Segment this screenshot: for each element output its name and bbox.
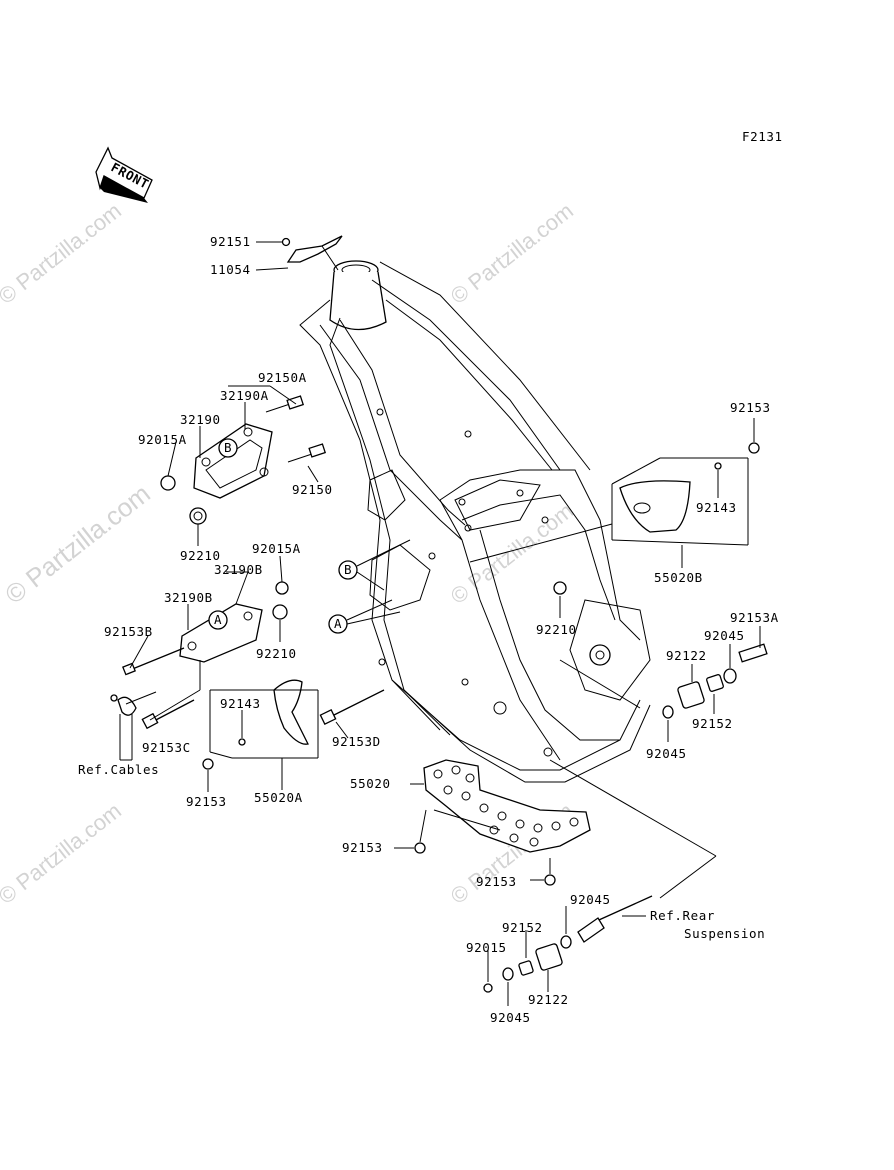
pivot-bushing-group [662, 643, 768, 719]
label-92045-a: 92045 [704, 628, 745, 643]
label-ref-cables: Ref.Cables [78, 762, 159, 777]
watermark-top-center: © Partzilla.com [446, 198, 578, 309]
label-92153C: 92153C [142, 740, 191, 755]
cable-clip [281, 235, 343, 263]
watermark-top-left: © Partzilla.com [0, 198, 126, 309]
label-92153D: 92153D [332, 734, 381, 749]
label-92153-top: 92153 [730, 400, 771, 415]
label-32190A: 32190A [220, 388, 269, 403]
callout-a-lower [208, 610, 228, 630]
label-92153B: 92153B [104, 624, 153, 639]
rear-suspension-bolt-group [483, 895, 653, 993]
callout-a-lower-label: A [214, 612, 222, 627]
skid-plate [414, 759, 591, 886]
callout-b-upper-label: B [224, 440, 232, 455]
engine-mount-upper [160, 395, 327, 525]
label-suspension: Suspension [684, 926, 765, 941]
label-55020B: 55020B [654, 570, 703, 585]
label-ref-rear: Ref.Rear [650, 908, 715, 923]
label-92151: 92151 [210, 234, 251, 249]
label-92210-right: 92210 [536, 622, 577, 637]
label-92210-top: 92210 [180, 548, 221, 563]
label-92045-d: 92045 [490, 1010, 531, 1025]
label-92045-c: 92045 [570, 892, 611, 907]
label-32190B-a: 32190B [214, 562, 263, 577]
callout-b-frame [338, 560, 358, 580]
frame-guard-right [619, 442, 760, 533]
label-92210-left: 92210 [256, 646, 297, 661]
label-11054: 11054 [210, 262, 251, 277]
label-92153-left: 92153 [186, 794, 227, 809]
label-92122-b: 92122 [528, 992, 569, 1007]
label-92150: 92150 [292, 482, 333, 497]
label-55020: 55020 [350, 776, 391, 791]
label-92015: 92015 [466, 940, 507, 955]
label-92153-plate: 92153 [342, 840, 383, 855]
callout-a-frame-label: A [334, 616, 342, 631]
label-55020A: 55020A [254, 790, 303, 805]
label-92152-a: 92152 [692, 716, 733, 731]
label-92015A-top: 92015A [138, 432, 187, 447]
watermark-large: © Partzilla.com [0, 478, 156, 610]
diagram-code: F2131 [742, 129, 783, 144]
label-92143-left: 92143 [220, 696, 261, 711]
frame-guard-left [202, 679, 309, 770]
label-32190B-b: 32190B [164, 590, 213, 605]
label-92153A: 92153A [730, 610, 779, 625]
label-32190: 32190 [180, 412, 221, 427]
frame-drawing [299, 260, 651, 783]
label-92150A: 92150A [258, 370, 307, 385]
label-92122-a: 92122 [666, 648, 707, 663]
label-92045-b: 92045 [646, 746, 687, 761]
label-92153-bottom: 92153 [476, 874, 517, 889]
watermark-bottom-left: © Partzilla.com [0, 798, 126, 909]
label-92143-right: 92143 [696, 500, 737, 515]
bolt-92153d [319, 689, 385, 725]
nut-92210-right [553, 581, 567, 595]
callout-b-frame-label: B [344, 562, 352, 577]
front-arrow-icon: FRONT [95, 146, 153, 203]
label-92015A-mid: 92015A [252, 541, 301, 556]
label-92152-b: 92152 [502, 920, 543, 935]
callout-b-upper [218, 438, 238, 458]
